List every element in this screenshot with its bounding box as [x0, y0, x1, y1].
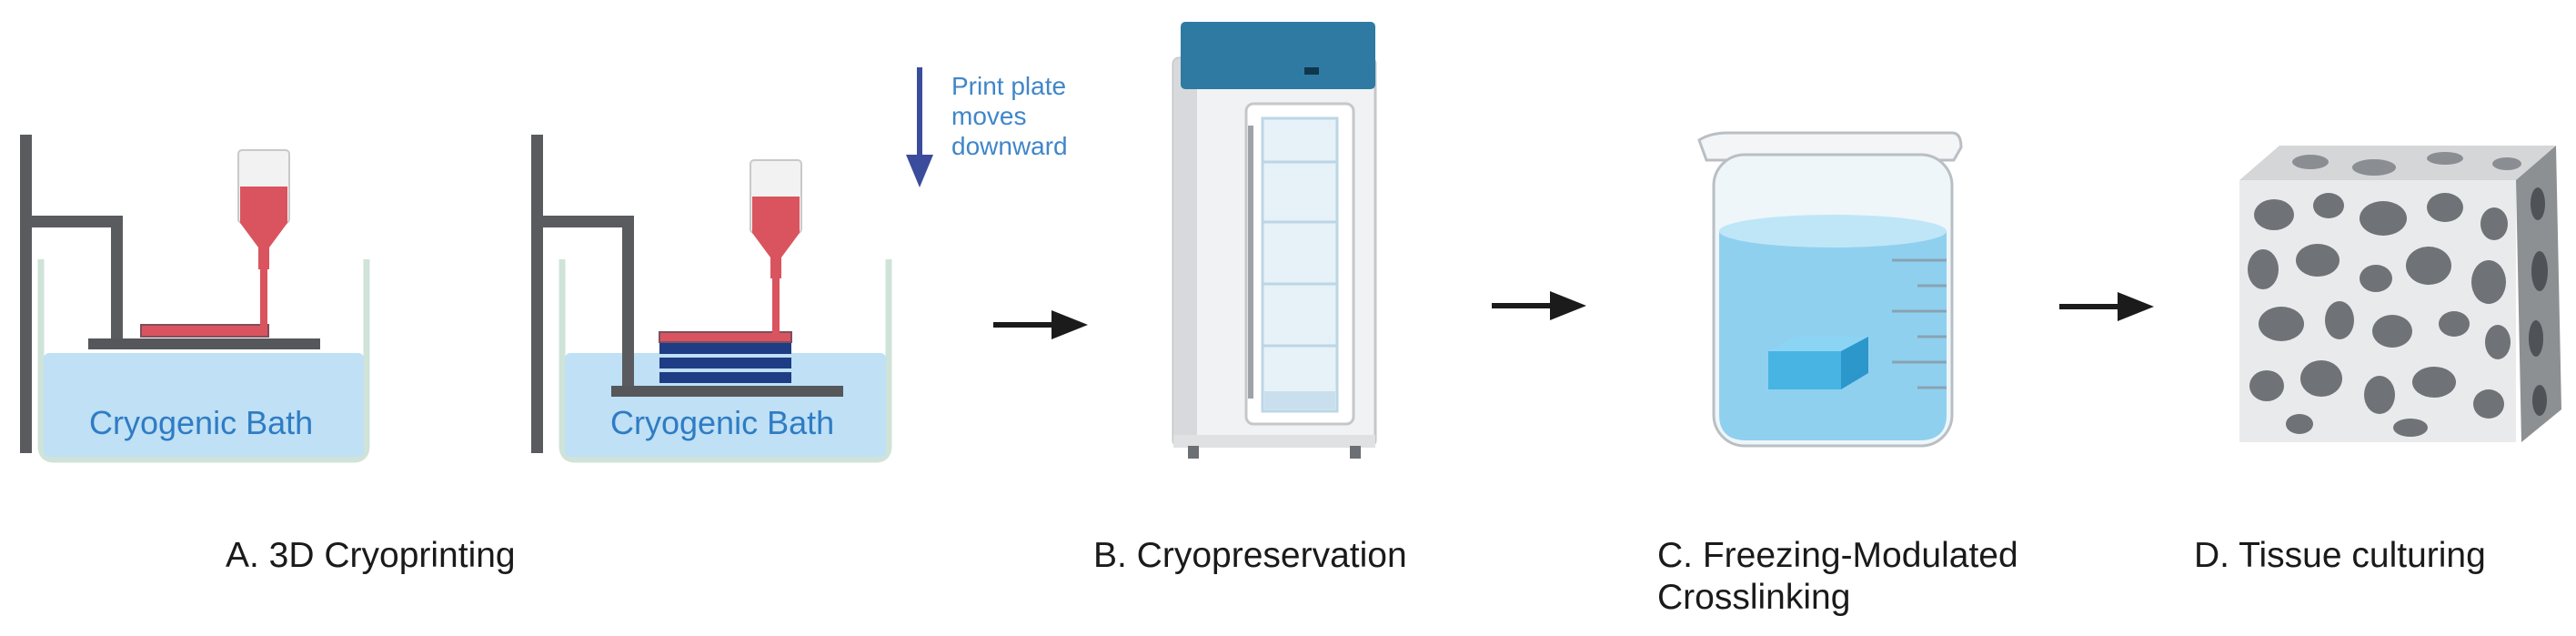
scaffold-top-face	[2239, 146, 2556, 180]
stand-post-1	[20, 135, 32, 453]
bath-container-1	[37, 259, 370, 463]
bath-container-2	[558, 259, 892, 463]
stacked-layer-top	[659, 331, 792, 343]
bath-label-2: Cryogenic Bath	[610, 404, 835, 441]
syringe-ink-1	[240, 187, 287, 269]
print-note-line-2: moves	[951, 102, 1027, 130]
freezer-foot-1	[1188, 446, 1199, 459]
freezer-top-panel	[1181, 22, 1375, 89]
print-note-line-3: downward	[951, 132, 1068, 160]
stand-arm-1	[20, 216, 122, 227]
scaffold-side-face	[2516, 146, 2561, 442]
scaffold-side-pores	[2529, 187, 2548, 416]
caption-c: C. Freezing-Modulated Crosslinking	[1657, 535, 2018, 619]
bath-label-1: Cryogenic Bath	[89, 404, 314, 441]
scaffold-top-pores	[2292, 152, 2521, 176]
beaker-water	[1719, 219, 1947, 440]
beaker-illustration	[1697, 131, 1963, 448]
nozzle-stream-2	[772, 277, 780, 333]
porous-scaffold-illustration	[2239, 146, 2561, 442]
freezer-display	[1304, 67, 1319, 75]
stand-post-2	[531, 135, 543, 453]
beaker-water-surface	[1719, 215, 1947, 247]
nozzle-stream-1	[260, 268, 267, 329]
stand-drop-1	[111, 216, 123, 343]
stacked-layer-2	[659, 358, 791, 368]
stand-arm-2	[531, 216, 633, 227]
caption-b: B. Cryopreservation	[1093, 536, 1407, 575]
stacked-layer-3	[659, 343, 791, 354]
syringe-ink-2	[752, 197, 800, 278]
freezer-foot-2	[1350, 446, 1361, 459]
down-arrow-icon	[906, 67, 933, 187]
caption-d: D. Tissue culturing	[2194, 536, 2486, 575]
caption-a: A. 3D Cryoprinting	[226, 536, 516, 575]
freezer-base	[1173, 435, 1375, 448]
freezer-side	[1173, 58, 1197, 446]
caption-c-line-2: Crosslinking	[1657, 578, 1851, 617]
scaffold-pores	[2248, 193, 2511, 437]
scaffold-cube	[1768, 337, 1868, 389]
arrow-right-icon-3	[2059, 292, 2154, 321]
caption-c-line-1: C. Freezing-Modulated	[1657, 536, 2018, 575]
print-plate-note: Print plate moves downward	[951, 71, 1068, 161]
bath-water-1	[44, 353, 364, 457]
stand-drop-2	[622, 216, 634, 389]
freezer-illustration	[1172, 22, 1377, 459]
freezer-handle	[1248, 126, 1253, 399]
print-plate-1	[88, 338, 320, 349]
arrow-right-icon-1	[993, 310, 1088, 339]
printed-layer-1	[140, 324, 269, 338]
bath-water-2	[565, 353, 886, 457]
cryoprinting-setup-2	[531, 135, 892, 463]
print-plate-2	[611, 386, 843, 397]
cryoprinting-setup-1	[20, 135, 370, 463]
freezer-bottom-tray	[1264, 391, 1335, 409]
print-note-line-1: Print plate	[951, 72, 1067, 100]
freezer-glass	[1261, 116, 1339, 413]
arrow-right-icon-2	[1492, 291, 1586, 320]
stacked-layer-1	[659, 372, 791, 383]
